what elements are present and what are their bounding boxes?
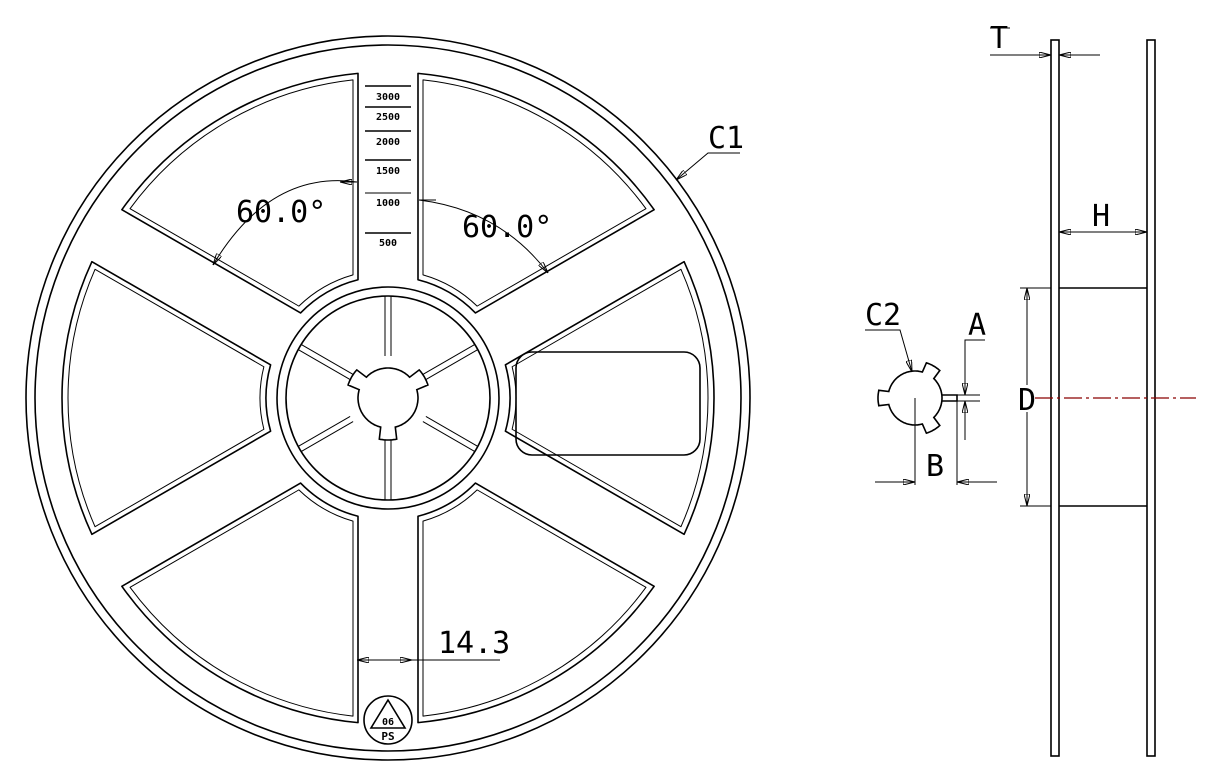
hub-rib [425, 349, 479, 381]
flange-window [417, 482, 655, 724]
scale-2000: 2000 [376, 137, 400, 148]
arbor-hole [347, 367, 429, 441]
hub-inner [285, 295, 491, 501]
outer-diameter-label: C1 [708, 121, 744, 156]
hub-ribs [297, 296, 479, 500]
flange-window [511, 268, 709, 528]
flange-window [129, 79, 354, 307]
quantity-scale: 3000 2500 2000 1500 1000 500 [365, 85, 411, 249]
recycle-material: PS [381, 730, 394, 743]
recycle-logo: 06 PS [363, 695, 413, 745]
spoke-width-label: 14.3 [438, 626, 510, 661]
thickness-label: T [990, 21, 1008, 56]
slot-width-label: A [968, 308, 986, 343]
reel-side-view: T H D [990, 21, 1196, 757]
flange-windows [61, 72, 715, 724]
flange-window [121, 482, 359, 724]
flange-window [121, 72, 359, 314]
hub-outer [276, 286, 500, 510]
arbor-hole-detail [877, 361, 958, 435]
reel-front-view: 3000 2500 2000 1500 1000 500 60.0° 60.0°… [25, 35, 751, 761]
recycle-code: 06 [382, 717, 394, 728]
flange-window [422, 489, 647, 717]
hub-rib [297, 349, 351, 381]
scale-1000: 1000 [376, 198, 400, 209]
hub-rib [425, 415, 479, 447]
scale-2500: 2500 [376, 112, 400, 123]
hub-rib [300, 343, 354, 375]
flange-window [417, 72, 655, 314]
hub-rib [422, 421, 476, 453]
hub-rib [422, 343, 476, 375]
angle-label-right: 60.0° [462, 210, 552, 245]
hub-width-label: H [1092, 199, 1110, 234]
flange-window [129, 489, 354, 717]
scale-1500: 1500 [376, 166, 400, 177]
hub-rib [297, 415, 351, 447]
label-area [515, 351, 701, 456]
flange-window [67, 268, 265, 528]
flange-window [422, 79, 647, 307]
scale-3000: 3000 [376, 92, 400, 103]
arbor-label: C2 [865, 298, 901, 333]
flange-window [61, 260, 272, 536]
flange-window [504, 260, 715, 536]
flange-inner-edge [34, 44, 742, 752]
flange-outer-edge [25, 35, 751, 761]
slot-depth-label: B [926, 449, 944, 484]
scale-500: 500 [379, 238, 397, 249]
hub-rib [300, 421, 354, 453]
angle-label-left: 60.0° [236, 195, 326, 230]
arbor-detail: B A C2 [865, 298, 997, 485]
hub-diameter-label: D [1018, 383, 1036, 418]
